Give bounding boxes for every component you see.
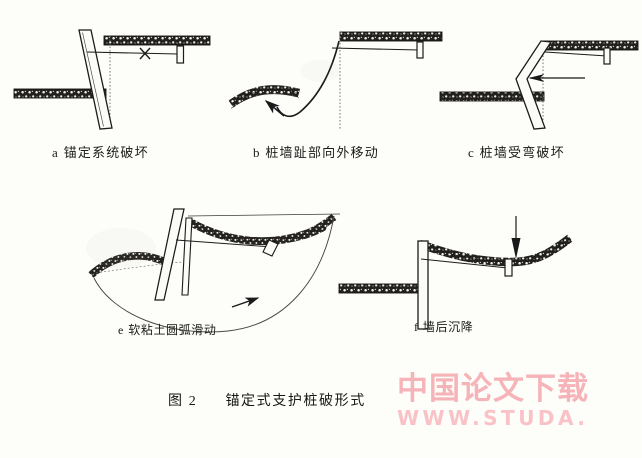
- figure-number: 图 2: [168, 394, 198, 409]
- panel-b-anchor-plate: [416, 41, 424, 59]
- panel-b-graphic: [228, 31, 443, 130]
- panel-b-deformed-wall: [276, 40, 340, 118]
- panel-index-f: f: [414, 320, 419, 334]
- panel-e-slip-direction-arrow: [231, 297, 260, 308]
- panel-c-tie-rod: [544, 51, 608, 57]
- panel-caption-b: b 桩墙趾部向外移动: [253, 142, 379, 161]
- panel-index-a: a: [52, 145, 59, 160]
- panel-caption-c: c 桩墙受弯破坏: [468, 142, 565, 161]
- figure-title-text: 锚定式支护桩破形式: [225, 393, 366, 409]
- panel-c-graphic: [439, 40, 639, 130]
- panel-c-anchor-plate: [603, 47, 611, 65]
- panel-c-upper-soil-band: [541, 40, 639, 51]
- panel-index-b: b: [253, 145, 260, 160]
- panel-e-ground-surface-line: [187, 213, 341, 217]
- panel-e-graphic: [88, 208, 341, 333]
- panel-b-upper-soil-band: [339, 31, 443, 42]
- panel-e-slip-chord: [95, 261, 183, 274]
- panel-e-pile-wall: [154, 208, 185, 301]
- panel-a-lower-soil-band: [13, 88, 107, 99]
- panel-e-anchor-block: [262, 239, 279, 257]
- panel-caption-e: e 软粘土圆弧滑动: [118, 321, 216, 338]
- panel-e-heaved-soil-band: [88, 252, 167, 278]
- panel-f-settlement-arrow: [511, 216, 521, 259]
- panel-f-tie-rod: [420, 258, 509, 269]
- panel-caption-f: f 墙后沉降: [414, 318, 473, 335]
- panel-e-tie-rod: [175, 239, 273, 248]
- panel-a-tie-rod: [86, 51, 179, 55]
- panel-index-e: e: [118, 323, 124, 337]
- panel-f-lower-soil-band: [338, 283, 420, 294]
- panel-a-graphic: [13, 29, 211, 130]
- panel-a-upper-soil-band: [103, 35, 211, 46]
- panel-b-tie-rod: [331, 47, 420, 51]
- figure-title: 图 2 锚定式支护桩破形式: [168, 390, 366, 410]
- panel-a-rupture-x-mark: [139, 47, 151, 60]
- panel-f-settled-soil-band: [418, 234, 573, 267]
- panel-f-graphic: [338, 216, 573, 330]
- panel-a-pile-wall-inner-line: [82, 32, 104, 127]
- panel-c-bent-pile-wall: [515, 40, 553, 130]
- panel-c-lower-soil-band: [439, 91, 545, 102]
- panel-caption-text-e: 软粘土圆弧滑动: [128, 323, 217, 337]
- panel-e-settled-soil-band: [188, 213, 337, 245]
- panel-caption-text-c: 桩墙受弯破坏: [479, 146, 565, 161]
- panel-b-heaved-soil-band: [228, 85, 301, 109]
- panel-e-slip-circle-arc: [93, 215, 335, 333]
- panel-a-anchor-plate: [176, 45, 185, 64]
- panel-caption-text-a: 锚定系统破坏: [63, 146, 149, 161]
- panel-caption-a: a 锚定系统破坏: [52, 142, 149, 161]
- panel-b-movement-arrow: [264, 100, 285, 117]
- panel-caption-text-f: 墙后沉降: [422, 320, 474, 334]
- panel-index-c: c: [468, 145, 475, 160]
- panel-caption-text-b: 桩墙趾部向外移动: [265, 146, 379, 161]
- panel-e-rear-pile: [181, 217, 193, 296]
- panel-f-pile-wall: [417, 240, 429, 330]
- panel-f-anchor-plate: [504, 258, 513, 277]
